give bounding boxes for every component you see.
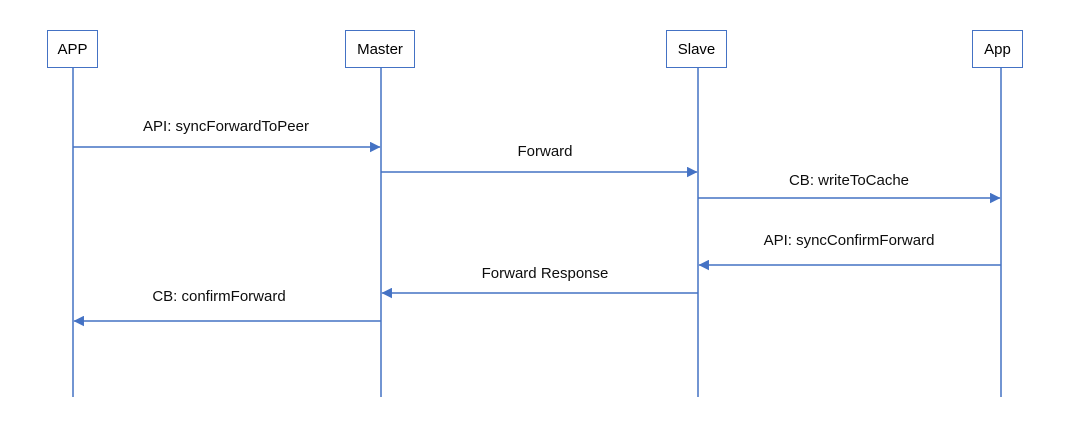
participant-label-app_left: APP <box>57 40 88 58</box>
participant-box-app_left[interactable]: APP <box>47 30 98 68</box>
message-label-6: CB: confirmForward <box>152 288 286 305</box>
message-arrows-group <box>73 141 1001 327</box>
participant-label-slave: Slave <box>677 40 716 58</box>
message-label-1: API: syncForwardToPeer <box>143 118 309 135</box>
participant-box-app_right[interactable]: App <box>972 30 1023 68</box>
lifelines-group <box>72 68 1002 397</box>
participant-box-master[interactable]: Master <box>345 30 415 68</box>
message-label-2: Forward <box>517 143 573 160</box>
message-label-3: CB: writeToCache <box>788 172 910 189</box>
participant-label-master: Master <box>357 40 403 58</box>
message-label-5: Forward Response <box>481 265 609 282</box>
message-label-4: API: syncConfirmForward <box>763 232 935 249</box>
participant-label-app_right: App <box>984 40 1011 58</box>
participant-box-slave[interactable]: Slave <box>666 30 727 68</box>
